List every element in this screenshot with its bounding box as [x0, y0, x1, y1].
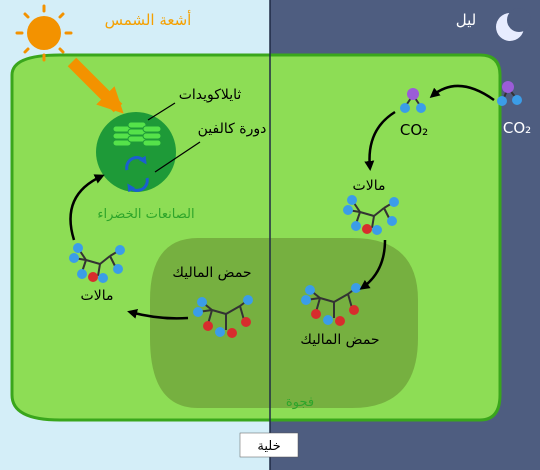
arrow-malic-acid-out	[127, 308, 189, 320]
co2-outside-label: CO₂	[503, 119, 531, 137]
arrow-malate-to-chloroplast	[69, 174, 105, 241]
moon-icon	[496, 8, 531, 41]
calvin-pointer	[154, 141, 201, 173]
cell-label: خلية	[257, 439, 280, 454]
molecule-icon	[193, 295, 253, 338]
vacuole	[150, 238, 418, 408]
arrow-co2-entry	[429, 84, 495, 102]
molecule-icon	[400, 88, 426, 113]
molecule-icon	[343, 195, 399, 235]
chloroplast-label: الصانعات الخضراء	[97, 207, 194, 222]
molecule-icon	[497, 81, 522, 106]
night-label: ليل	[456, 11, 476, 29]
cycle-icon	[125, 155, 149, 193]
malic-acid-vacuole-label: حمض الماليك	[172, 265, 251, 281]
stack-icon	[112, 121, 162, 147]
cell-label-box	[239, 432, 299, 458]
calvin-cycle-label: دورة كالفين	[198, 121, 267, 137]
sun-icon	[15, 4, 73, 62]
malate-right-label: مالات	[353, 178, 386, 194]
co2-inside-label: CO₂	[400, 121, 428, 139]
sunlight-arrow	[67, 57, 124, 114]
arrow-malate-to-malic-acid	[359, 239, 387, 290]
sunlight-label: أشعة الشمس	[105, 10, 192, 29]
malate-left-label: مالات	[81, 288, 114, 304]
thylakoid-pointer	[147, 102, 176, 121]
malic-acid-right-label: حمض الماليك	[300, 332, 379, 348]
arrow-co2-to-malate	[364, 110, 396, 171]
molecule-icon	[69, 243, 125, 283]
thylakoids-label: ثايلاكويدات	[179, 87, 242, 103]
vacuole-label: فجوة	[286, 395, 314, 410]
molecule-icon	[301, 283, 361, 326]
